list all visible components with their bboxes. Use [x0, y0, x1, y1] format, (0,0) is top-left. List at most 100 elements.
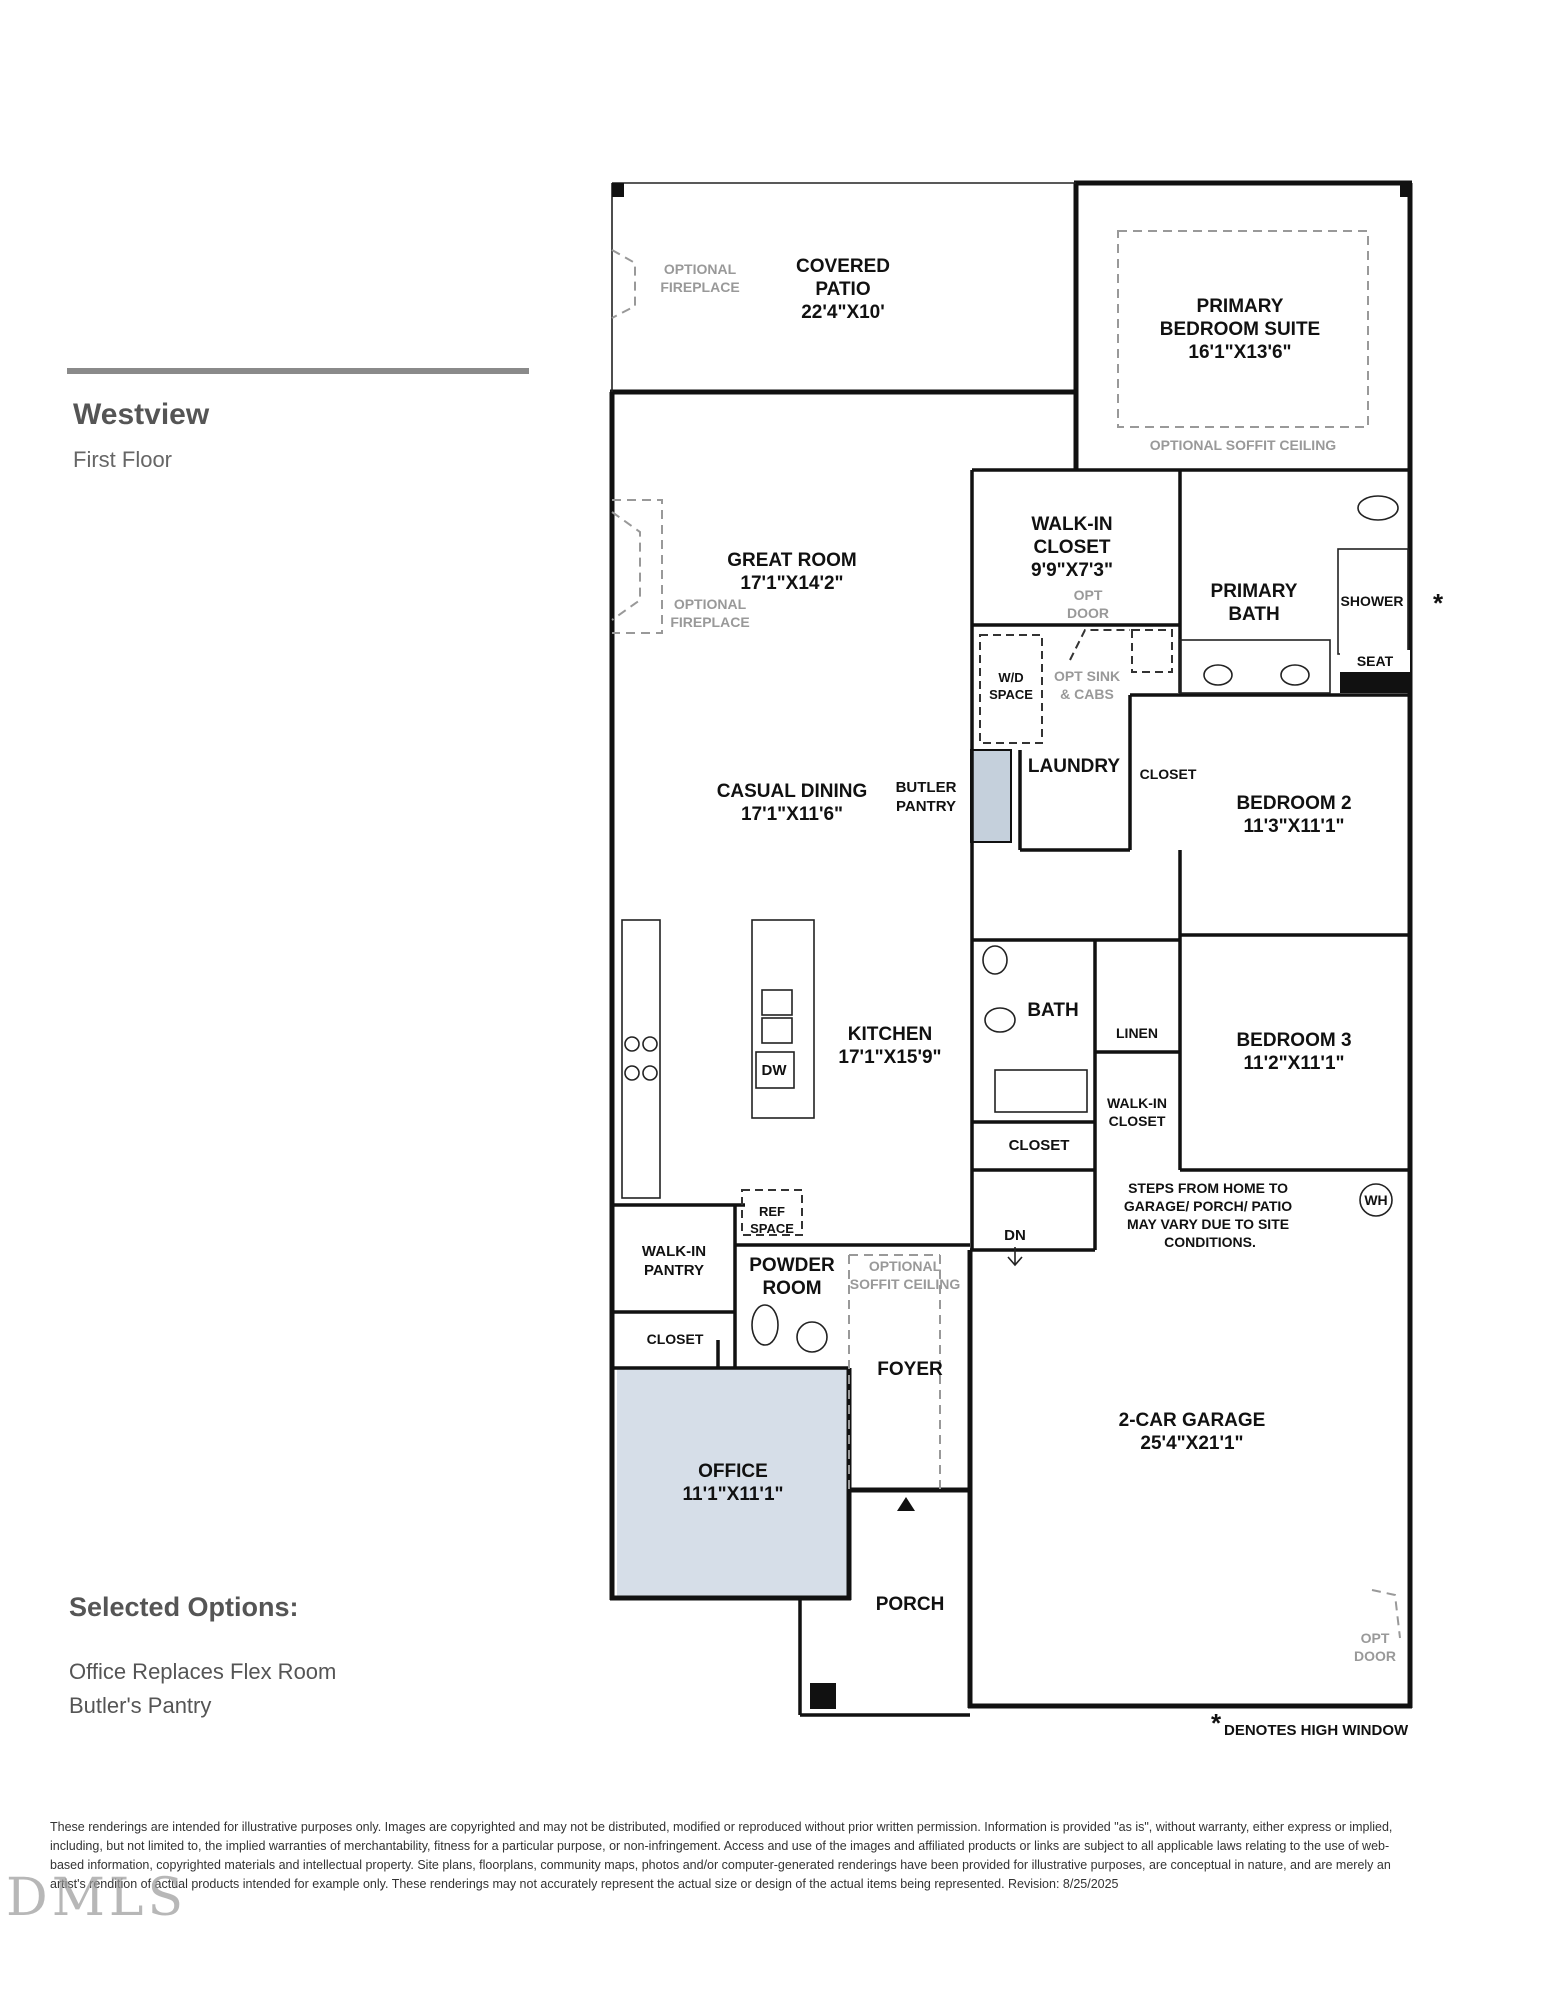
walk-in-closet-small-label: WALK-IN: [1107, 1095, 1167, 1111]
powder-room-label: POWDER: [749, 1255, 835, 1276]
svg-text:CLOSET: CLOSET: [1140, 766, 1197, 782]
opt-sink-label: OPT SINK: [1054, 668, 1120, 684]
water-heater-label: WH: [1364, 1192, 1387, 1208]
primary-bedroom-label: PRIMARY: [1197, 296, 1284, 317]
dishwasher-label: DW: [762, 1062, 788, 1079]
svg-text:FOYER: FOYER: [877, 1359, 943, 1380]
svg-text:CLOSET: CLOSET: [1009, 1137, 1070, 1154]
wd-space-label-2: SPACE: [989, 687, 1033, 702]
selected-options-heading: Selected Options:: [69, 1592, 299, 1622]
butler-pantry-fill: [970, 749, 1012, 843]
kitchen-dims: 17'1"X15'9": [838, 1047, 941, 1068]
svg-text:LAUNDRY: LAUNDRY: [1028, 756, 1121, 777]
optional-soffit-label: OPTIONAL: [869, 1258, 942, 1274]
selected-options-list: Office Replaces Flex Room Butler's Pantr…: [69, 1655, 336, 1723]
great-room-dims: 17'1"X14'2": [740, 573, 843, 594]
walk-in-closet-label: WALK-IN: [1031, 514, 1112, 535]
office-label: OFFICE: [698, 1461, 768, 1482]
svg-text:DW: DW: [762, 1062, 788, 1079]
wd-space-label: W/D: [998, 670, 1023, 685]
steps-note-line: GARAGE/ PORCH/ PATIO: [1124, 1198, 1292, 1214]
bedroom-2-label: BEDROOM 2: [1236, 793, 1351, 814]
sidebar-divider: [67, 368, 529, 374]
option-item: Office Replaces Flex Room: [69, 1659, 337, 1684]
garage-label: 2-CAR GARAGE: [1119, 1410, 1266, 1431]
stairs-down-label: DN: [1004, 1227, 1026, 1244]
office-fill: [617, 1368, 849, 1598]
svg-text:BEDROOM 311'2"X11'1": BEDROOM 311'2"X11'1": [1236, 1030, 1351, 1074]
svg-text:*: *: [1433, 588, 1444, 618]
svg-text:SEAT: SEAT: [1357, 653, 1394, 669]
walk-in-pantry-label: WALK-IN: [642, 1243, 706, 1260]
kitchen-label: KITCHEN: [848, 1024, 932, 1045]
primary-bedroom-dims: 16'1"X13'6": [1188, 342, 1291, 363]
svg-text:DN: DN: [1004, 1227, 1026, 1244]
svg-text:*: *: [1211, 1708, 1222, 1738]
steps-note-line: MAY VARY DUE TO SITE: [1127, 1216, 1289, 1232]
seat-label: SEAT: [1357, 653, 1394, 669]
primary-bedroom-label-2: BEDROOM SUITE: [1160, 319, 1320, 340]
option-item: Butler's Pantry: [69, 1693, 212, 1718]
steps-note-line: CONDITIONS.: [1164, 1234, 1256, 1250]
bath-label: BATH: [1027, 1000, 1078, 1021]
svg-text:BATH: BATH: [1027, 1000, 1078, 1021]
garage-opt-door-label: OPT: [1361, 1630, 1390, 1646]
ref-space-label-2: SPACE: [750, 1221, 794, 1236]
walk-in-closet-label-2: CLOSET: [1033, 537, 1110, 558]
svg-text:CLOSET: CLOSET: [647, 1331, 704, 1347]
svg-text:OPT SINK& CABS: OPT SINK& CABS: [1054, 668, 1120, 702]
legend-asterisk: *: [1211, 1708, 1222, 1738]
primary-bath-label-2: BATH: [1228, 604, 1279, 625]
svg-text:WH: WH: [1364, 1192, 1387, 1208]
great-room-label: GREAT ROOM: [727, 550, 856, 571]
svg-text:BEDROOM 211'3"X11'1": BEDROOM 211'3"X11'1": [1236, 793, 1351, 837]
shower-label: SHOWER: [1341, 593, 1404, 609]
closet-label: CLOSET: [647, 1331, 704, 1347]
casual-dining-label: CASUAL DINING: [717, 781, 868, 802]
optional-elements: [611, 230, 1401, 1639]
powder-room-label-2: ROOM: [762, 1278, 821, 1299]
plan-title: Westview: [73, 398, 210, 431]
disclaimer-text: These renderings are intended for illust…: [50, 1820, 1393, 1891]
walk-in-closet-dims: 9'9"X7'3": [1031, 560, 1113, 581]
walk-in-pantry-label-2: PANTRY: [644, 1262, 704, 1279]
office-dims: 11'1"X11'1": [682, 1484, 783, 1505]
optional-soffit-label: OPTIONAL SOFFIT CEILING: [1150, 437, 1337, 453]
bedroom-3-dims: 11'2"X11'1": [1243, 1053, 1344, 1074]
porch-label: PORCH: [876, 1594, 945, 1615]
primary-bath-label: PRIMARY: [1211, 581, 1298, 602]
walk-in-closet-small-label-2: CLOSET: [1109, 1113, 1166, 1129]
garage-opt-door-label-2: DOOR: [1354, 1648, 1396, 1664]
butler-pantry-label-2: PANTRY: [896, 798, 956, 815]
laundry-label: LAUNDRY: [1028, 756, 1121, 777]
svg-text:DENOTES HIGH WINDOW: DENOTES HIGH WINDOW: [1224, 1722, 1409, 1739]
bedroom-3-label: BEDROOM 3: [1236, 1030, 1351, 1051]
svg-text:OPTIONAL SOFFIT CEILING: OPTIONAL SOFFIT CEILING: [1150, 437, 1337, 453]
opt-door-label: OPT: [1074, 587, 1103, 603]
svg-text:SHOWER: SHOWER: [1341, 593, 1404, 609]
svg-text:STEPS FROM HOME TO GARAGE/: STEPS FROM HOME TO GARAGE/ PORCH/ PATIO …: [1124, 1180, 1296, 1250]
foyer-label: FOYER: [877, 1359, 943, 1380]
opt-door-label-2: DOOR: [1067, 605, 1109, 621]
optional-fireplace-label-2: FIREPLACE: [670, 614, 749, 630]
mls-watermark: DMLS: [6, 1868, 188, 1928]
optional-fireplace-label: OPTIONAL: [664, 261, 737, 277]
butler-pantry-label: BUTLER: [896, 779, 957, 796]
